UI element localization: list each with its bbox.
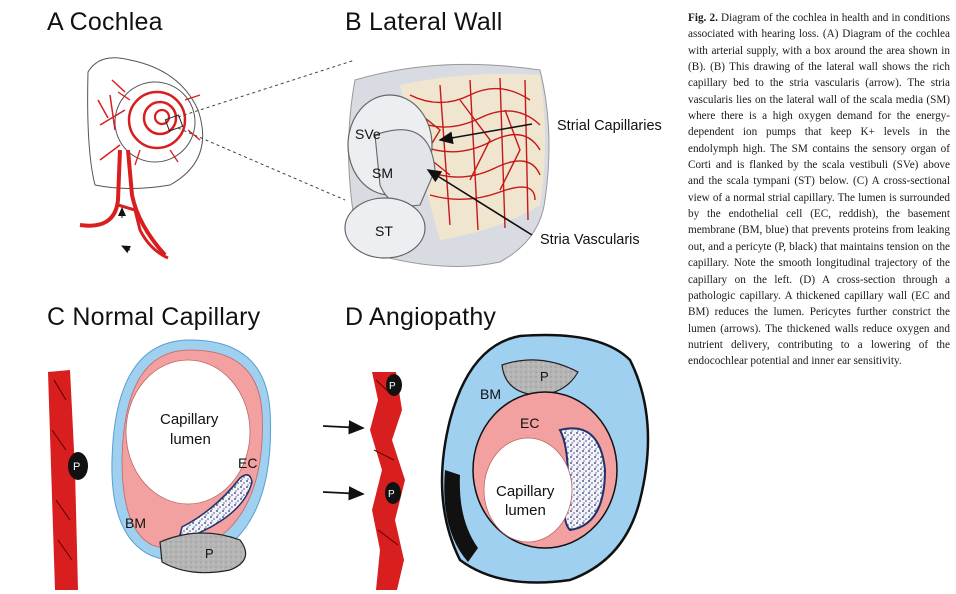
label-c-bm: BM xyxy=(125,515,146,531)
pericyte-side-view xyxy=(68,452,88,480)
label-strial-capillaries: Strial Capillaries xyxy=(557,118,662,134)
arrow-right-icon xyxy=(322,420,365,435)
label-p-side-top: P xyxy=(389,381,396,392)
label-st: ST xyxy=(375,223,393,239)
label-c-lumen-1: Capillary xyxy=(160,411,219,428)
label-p-side: P xyxy=(73,461,80,473)
label-c-p: P xyxy=(205,546,214,561)
label-d-ec: EC xyxy=(520,415,539,431)
label-c-ec: EC xyxy=(238,455,257,471)
label-sm: SM xyxy=(372,165,393,181)
label-c-lumen-2: lumen xyxy=(170,431,211,448)
arrow-right-icon xyxy=(322,486,365,501)
figure-caption: Fig. 2. Diagram of the cochlea in health… xyxy=(688,10,950,370)
cochlea-illustration xyxy=(79,57,356,260)
label-d-bm: BM xyxy=(480,386,501,402)
panel-c-title: C Normal Capillary xyxy=(47,303,261,331)
panel-d-title: D Angiopathy xyxy=(345,303,497,331)
lateral-wall-illustration: SVe SM ST Strial Capillaries Stria Vascu… xyxy=(344,63,662,267)
angiopathy-illustration: P P Capillary lumen EC BM P xyxy=(322,333,650,590)
caption-text: Diagram of the cochlea in health and in … xyxy=(688,12,950,368)
label-p-side-bottom: P xyxy=(388,489,395,500)
normal-capillary-illustration: P Capillary lumen EC BM P xyxy=(48,339,272,590)
label-stria-vascularis: Stria Vascularis xyxy=(540,232,640,248)
caption-label: Fig. 2. xyxy=(688,12,718,24)
label-d-lumen-1: Capillary xyxy=(496,483,555,500)
label-sve: SVe xyxy=(355,126,381,142)
label-d-p: P xyxy=(540,369,549,384)
panel-b-title: B Lateral Wall xyxy=(345,8,503,36)
panel-a-title: A Cochlea xyxy=(47,8,163,36)
label-d-lumen-2: lumen xyxy=(505,502,546,519)
